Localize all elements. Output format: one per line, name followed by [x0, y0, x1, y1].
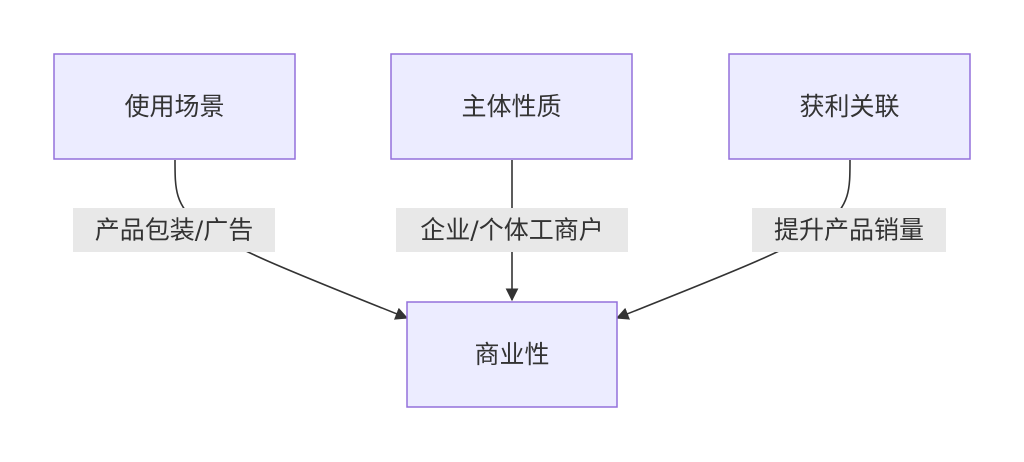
node-commerciality: 商业性	[406, 301, 618, 408]
node-usage-scene-label: 使用场景	[124, 92, 224, 121]
node-commerciality-label: 商业性	[474, 340, 549, 369]
node-entity-nature-label: 主体性质	[461, 92, 561, 121]
edge-label-entity-text: 企业/个体工商户	[420, 216, 603, 245]
edge-label-profit-text: 提升产品销量	[774, 216, 924, 245]
edge-label-usage-text: 产品包装/广告	[95, 216, 253, 245]
node-entity-nature: 主体性质	[390, 53, 633, 160]
edge-label-entity: 企业/个体工商户	[396, 208, 628, 252]
node-usage-scene: 使用场景	[53, 53, 296, 160]
node-profit-link: 获利关联	[728, 53, 971, 160]
edge-label-usage: 产品包装/广告	[73, 208, 275, 252]
edge-label-profit: 提升产品销量	[752, 208, 946, 252]
node-profit-link-label: 获利关联	[799, 92, 899, 121]
